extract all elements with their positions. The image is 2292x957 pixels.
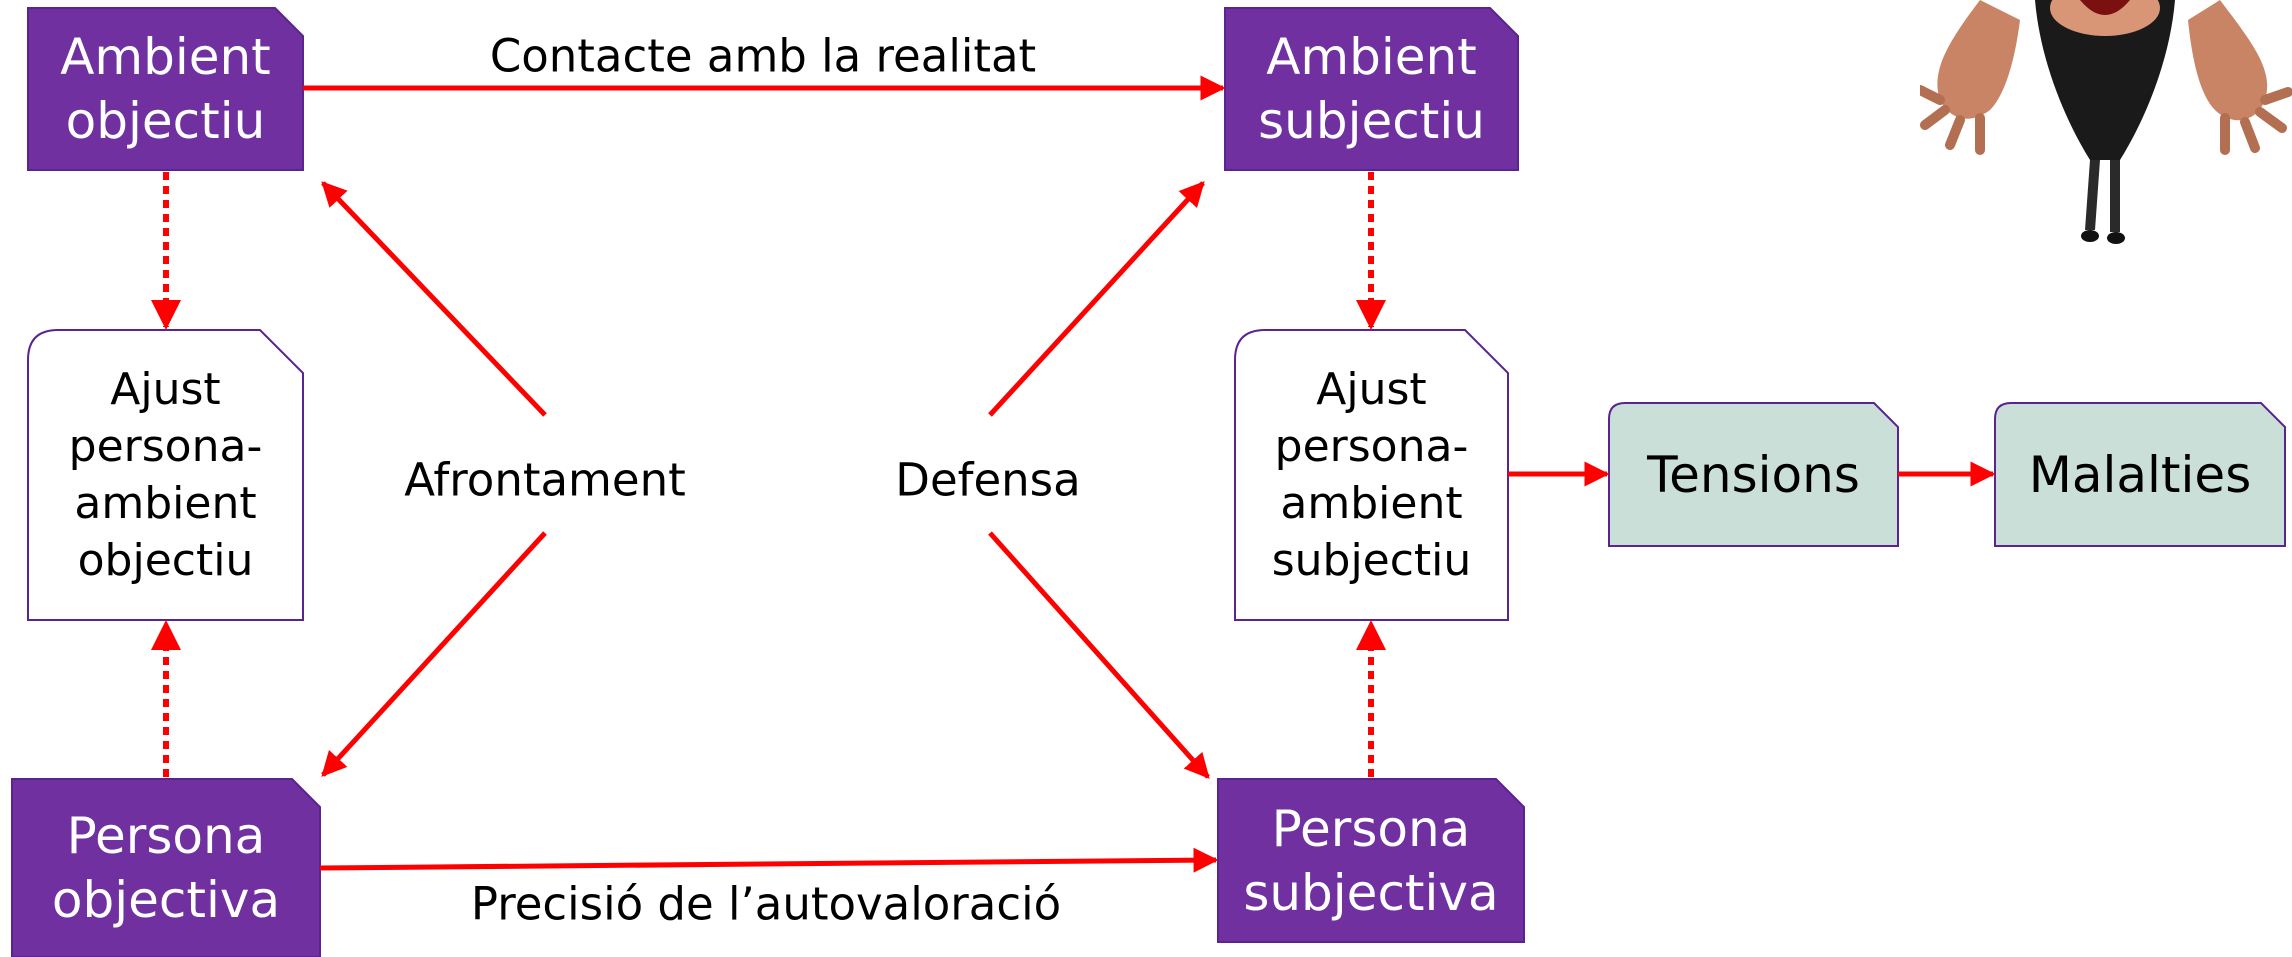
node-malalties: Malalties	[1995, 403, 2285, 546]
screaming-woman-photo	[1920, 0, 2292, 244]
node-line: ambient	[1280, 478, 1463, 529]
ambient-subjectiu-shape	[1224, 7, 1519, 171]
node-line: persona-	[1274, 421, 1469, 472]
label-precisio: Precisió de l’autovaloració	[470, 877, 1062, 931]
node-tensions: Tensions	[1609, 403, 1898, 546]
node-line: subjectiu	[1271, 535, 1472, 586]
ajust-objectiu-shape	[27, 329, 304, 621]
node-persona-objectiva: Persona objectiva	[12, 779, 320, 957]
node-line: subjectiu	[1258, 92, 1485, 150]
node-ajust-subjectiu: Ajust persona- ambient subjectiu	[1235, 330, 1508, 620]
node-line: objectiva	[51, 871, 281, 929]
persona-subjectiva-shape	[1217, 778, 1525, 943]
ambient-objectiu-shape	[27, 7, 304, 171]
node-line: Ajust	[110, 364, 221, 415]
persona-objectiva-shape	[11, 778, 321, 957]
node-ambient-subjectiu: Ambient subjectiu	[1225, 8, 1518, 170]
tensions-shape	[1608, 402, 1899, 547]
node-line: Ambient	[60, 28, 271, 86]
arrow-precisio	[319, 847, 1219, 873]
label-defensa: Defensa	[895, 453, 1081, 507]
node-line: persona-	[68, 421, 263, 472]
node-ajust-objectiu: Ajust persona- ambient objectiu	[28, 330, 303, 620]
node-line: objectiu	[77, 535, 254, 586]
node-line: Ajust	[1316, 364, 1427, 415]
node-line: Persona	[66, 807, 266, 865]
malalties-box-shape	[1994, 402, 2286, 547]
node-line: Ambient	[1266, 28, 1477, 86]
node-persona-subjectiva: Persona subjectiva	[1218, 779, 1524, 942]
label-afrontament: Afrontament	[404, 453, 686, 507]
node-label: Malalties	[2028, 445, 2252, 504]
arrow-afrontament-up	[321, 181, 547, 417]
arrow-defensa-up	[988, 181, 1205, 417]
node-ambient-objectiu: Ambient objectiu	[28, 8, 303, 170]
node-line: Persona	[1271, 799, 1471, 858]
node-line: ambient	[74, 478, 257, 529]
ajust-subjectiu-shape	[1234, 329, 1509, 621]
node-label: Tensions	[1647, 445, 1860, 504]
node-line: objectiu	[65, 92, 266, 150]
node-line: subjectiva	[1243, 863, 1499, 922]
label-contacte: Contacte amb la realitat	[489, 29, 1037, 83]
arrow-afrontament-down	[321, 531, 547, 777]
arrow-defensa-down	[988, 531, 1210, 779]
